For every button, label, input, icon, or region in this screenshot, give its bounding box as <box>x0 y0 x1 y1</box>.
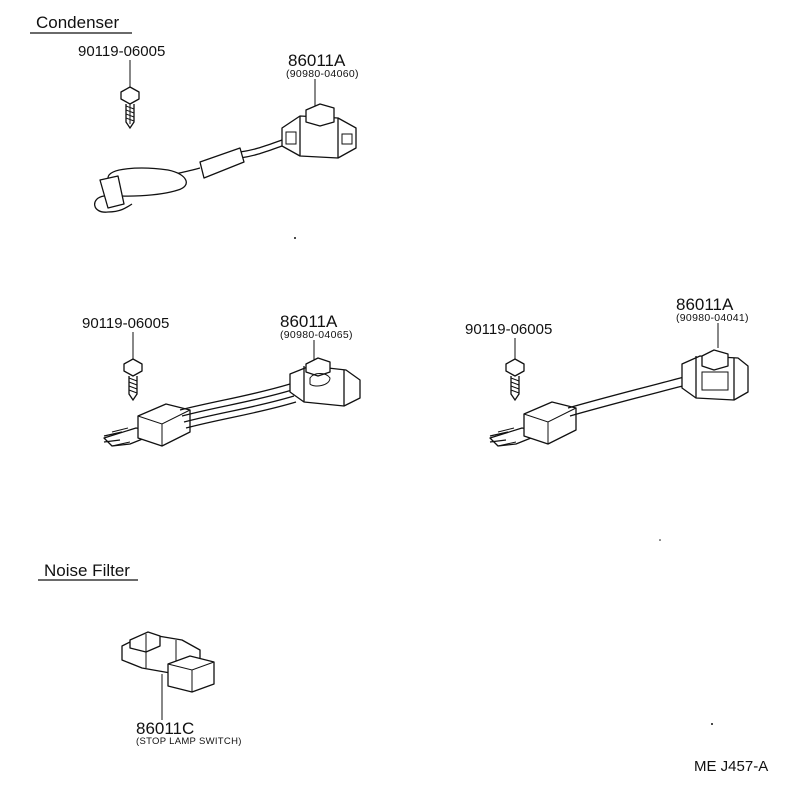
speck <box>294 237 296 239</box>
condenser-2 <box>103 357 361 447</box>
cond-2-sub-label: (90980-04065) <box>280 329 353 341</box>
screw-label-2: 90119-06005 <box>82 315 169 332</box>
noise-filter <box>121 631 215 693</box>
condenser-1 <box>94 103 357 213</box>
condenser-3 <box>489 349 749 447</box>
cond-3-part-label: 86011A <box>676 295 734 314</box>
drawing-code: ME J457-A <box>694 758 768 775</box>
cond-3-sub-label: (90980-04041) <box>676 312 749 324</box>
cond-2-part-label: 86011A <box>280 312 338 331</box>
screw-2 <box>123 358 143 402</box>
filter-part-label: 86011C <box>136 719 194 738</box>
cond-1-sub-label: (90980-04060) <box>286 68 359 80</box>
screw-label-3: 90119-06005 <box>465 321 552 338</box>
filter-sub-label: (STOP LAMP SWITCH) <box>136 736 242 747</box>
speck <box>711 723 713 725</box>
noise-filter-header: Noise Filter <box>44 561 130 580</box>
screw-label-1: 90119-06005 <box>78 43 165 60</box>
cond-1-part-label: 86011A <box>288 51 346 70</box>
screw-3 <box>505 358 525 402</box>
screw-1 <box>120 86 140 130</box>
speck <box>659 539 661 541</box>
condenser-header: Condenser <box>36 13 120 32</box>
